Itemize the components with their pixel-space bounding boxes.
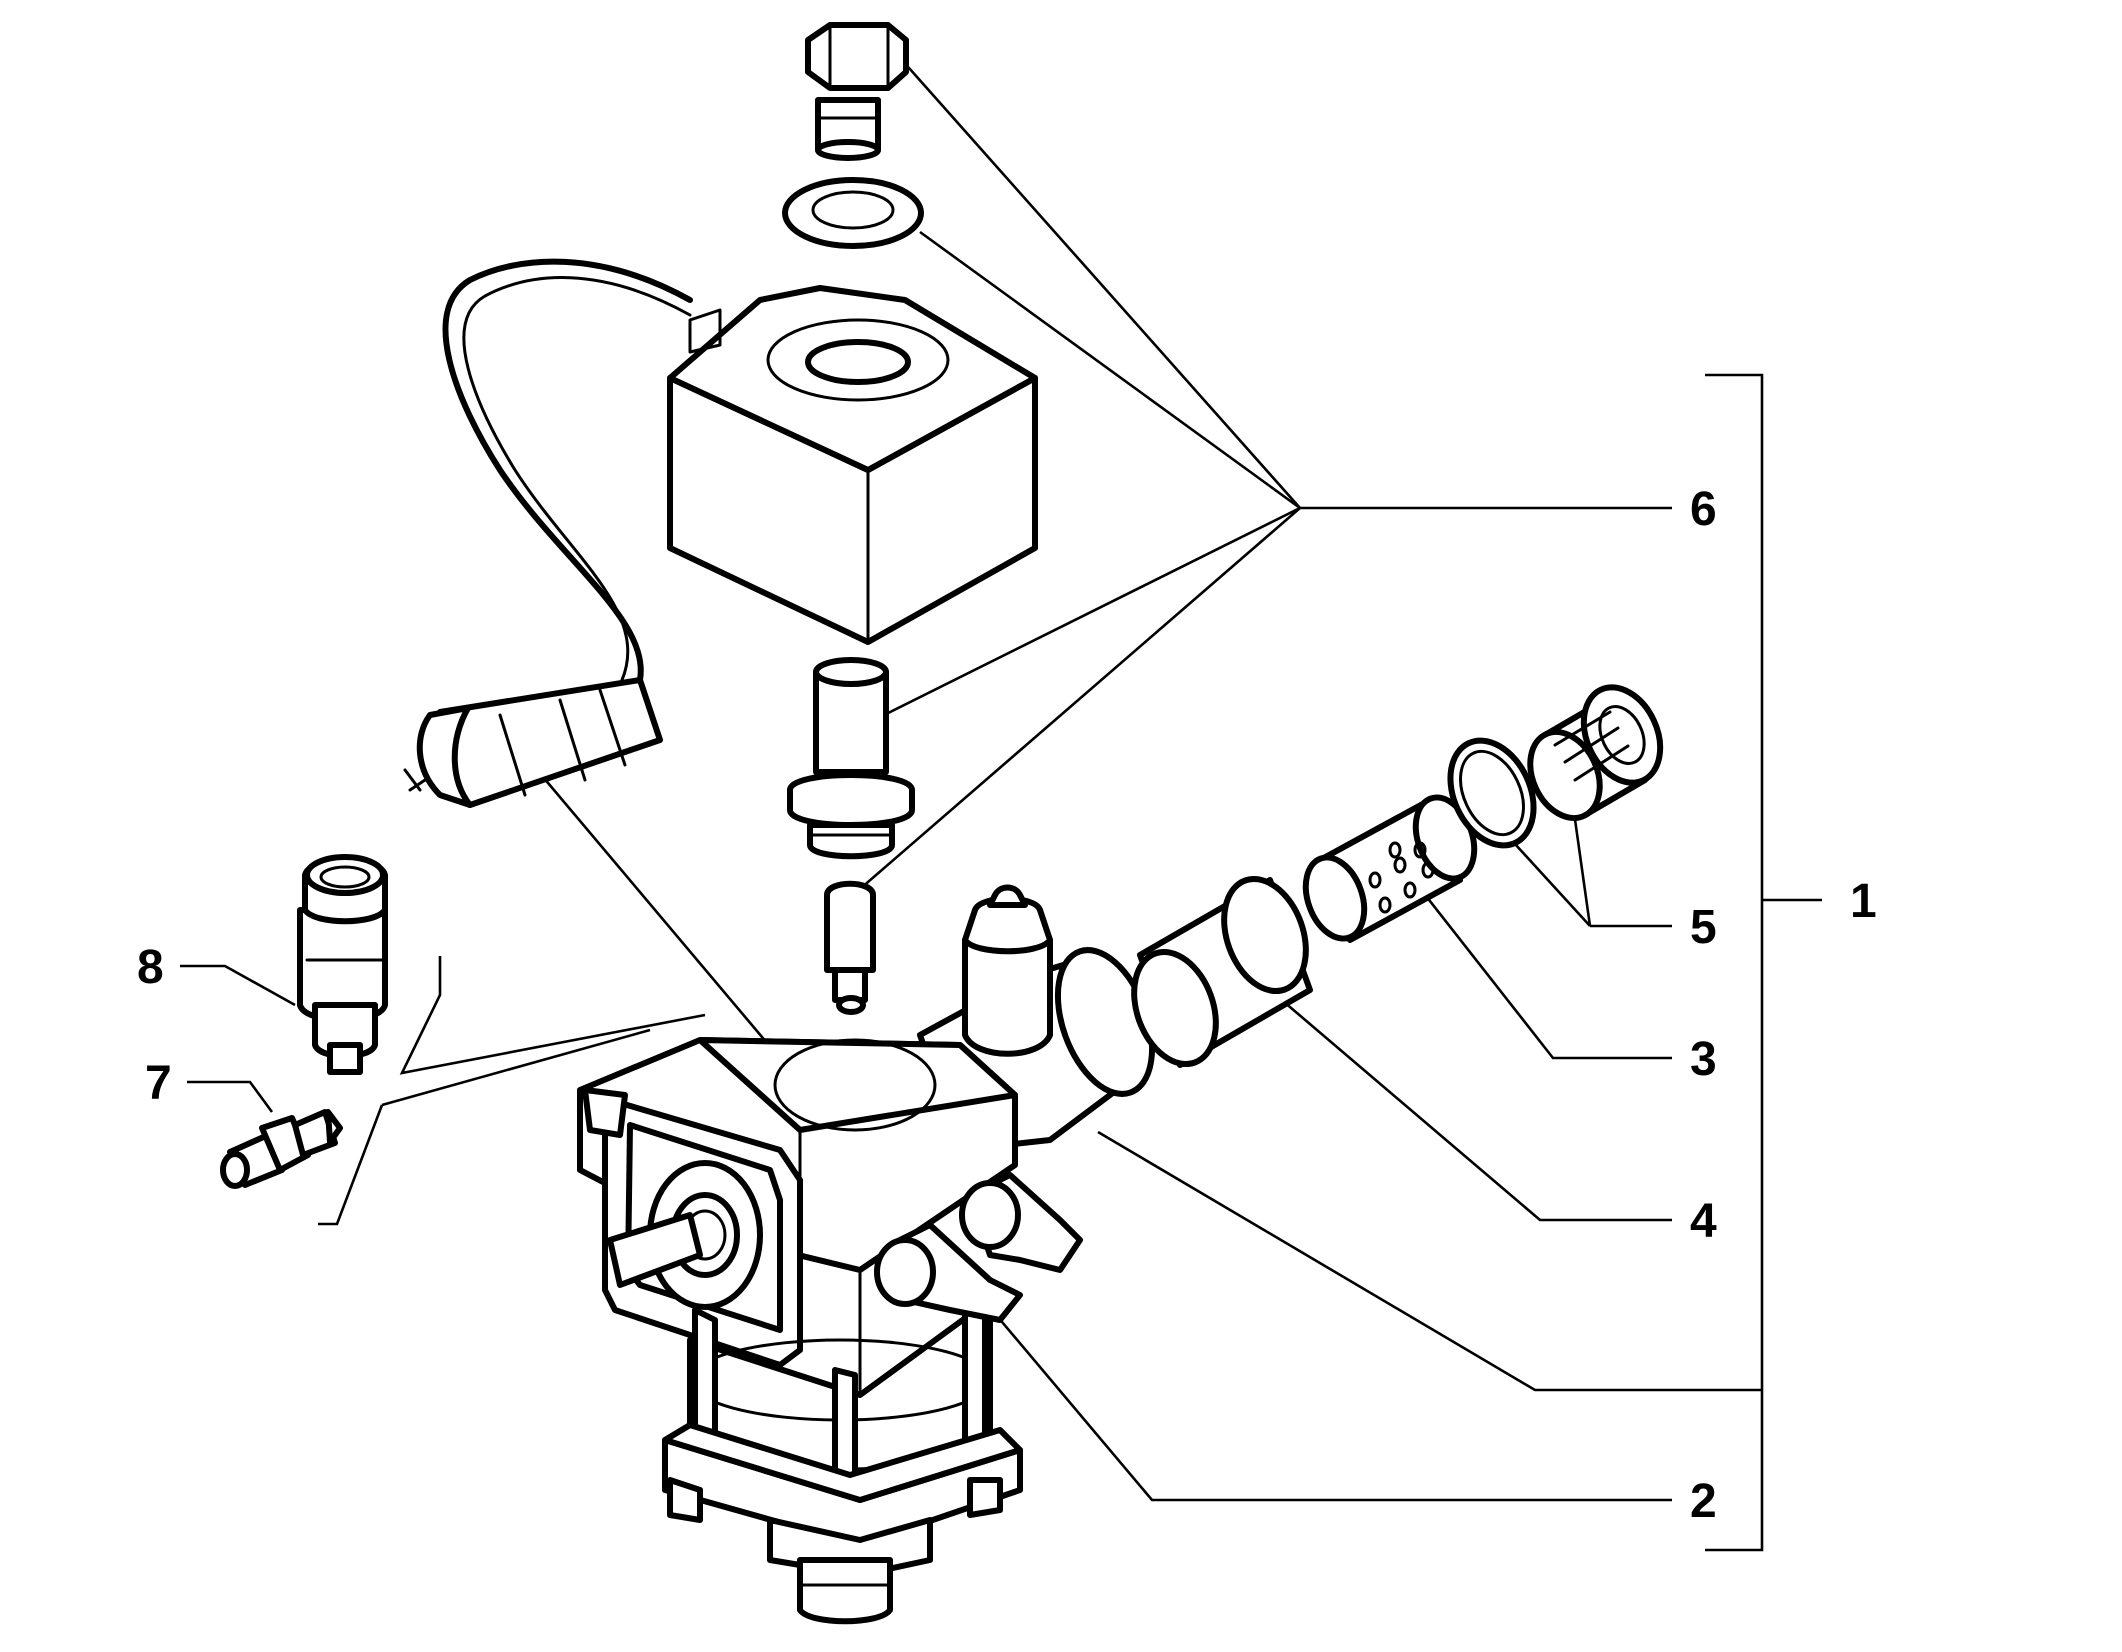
leader-3 bbox=[1413, 881, 1672, 1060]
bracket-7-8-stem bbox=[318, 1104, 384, 1226]
callout-7: 7 bbox=[145, 1057, 172, 1110]
leader-6-plunger bbox=[852, 507, 1301, 896]
plunger bbox=[824, 880, 876, 1015]
callout-labels: 1 2 3 4 5 6 7 8 bbox=[137, 483, 1877, 1528]
leader-6-washer bbox=[919, 230, 1301, 510]
callout-2: 2 bbox=[1690, 1475, 1717, 1528]
valve-body bbox=[577, 884, 1156, 1625]
o-ring bbox=[1447, 737, 1537, 849]
washer bbox=[782, 177, 924, 249]
callout-8: 8 bbox=[137, 941, 164, 994]
leader-body bbox=[1097, 1130, 1762, 1392]
leader-2 bbox=[542, 776, 1672, 1502]
bracket-7-8-lower bbox=[381, 1028, 651, 1107]
callout-4: 4 bbox=[1690, 1195, 1717, 1248]
solenoid-coil bbox=[442, 258, 1038, 683]
bracket-1 bbox=[1705, 373, 1764, 1552]
callout-3: 3 bbox=[1690, 1033, 1717, 1086]
leader-6-screw bbox=[892, 49, 1301, 509]
armature-tube bbox=[787, 657, 915, 860]
hose-fitting bbox=[220, 1109, 343, 1189]
threaded-plug bbox=[1527, 684, 1664, 821]
filter-sleeve bbox=[1131, 875, 1313, 1068]
leader-6-tube bbox=[879, 506, 1301, 719]
callout-6: 6 bbox=[1690, 483, 1717, 536]
callout-1: 1 bbox=[1850, 875, 1877, 928]
leader-5-oring bbox=[1514, 843, 1591, 927]
pressure-switch bbox=[297, 854, 388, 1075]
leader-lines bbox=[180, 49, 1822, 1552]
bracket-7-8 bbox=[399, 956, 706, 1075]
callout-5: 5 bbox=[1690, 901, 1717, 954]
leader-8 bbox=[180, 964, 296, 1007]
leader-4 bbox=[1269, 989, 1672, 1222]
connector bbox=[403, 677, 663, 808]
leader-7 bbox=[187, 1080, 274, 1113]
plug-screw bbox=[805, 22, 909, 161]
